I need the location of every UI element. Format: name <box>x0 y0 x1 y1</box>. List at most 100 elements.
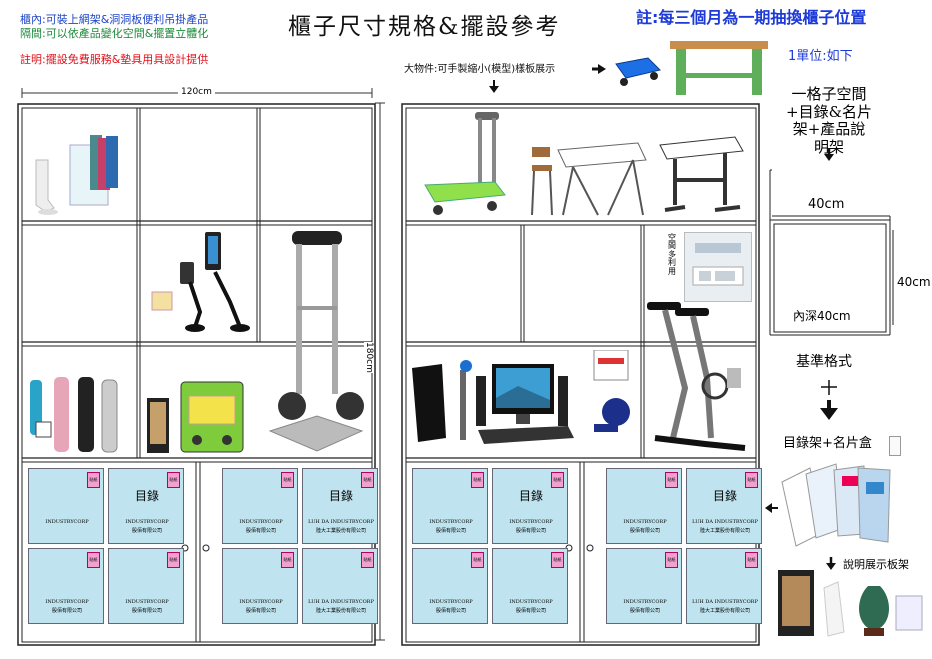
catalog-title: 目錄 <box>328 489 353 503</box>
sticker-tag: 貼紙 <box>167 552 180 568</box>
brochure-fan-photo <box>780 462 892 550</box>
catalog-title: 目錄 <box>134 489 159 503</box>
card-box-icon <box>889 436 901 456</box>
catalog-panel: 貼紙 INDUSTRYCORP 殷佰有限公司 <box>492 548 568 624</box>
company-name-zh: 殷佰有限公司 <box>131 528 162 534</box>
company-name-en: INDUSTRYCORP <box>509 519 553 525</box>
page-title: 櫃子尺寸規格&擺設參考 <box>288 14 561 40</box>
company-name-zh: 殷佰有限公司 <box>435 608 466 614</box>
catalog-panel: 貼紙 INDUSTRYCORP 殷佰有限公司 <box>412 468 488 544</box>
company-name-en: INDUSTRYCORP <box>429 519 473 525</box>
company-name-zh: 殷佰有限公司 <box>51 608 82 614</box>
company-name-zh: 殷佰有限公司 <box>245 608 276 614</box>
hand-truck-product <box>262 226 372 456</box>
catalog-panel: 貼紙 INDUSTRYCORP <box>28 468 104 544</box>
note-line-3: 註明:擺設免費服務&墊具用具設計提供 <box>20 53 209 66</box>
sticker-tag: 貼紙 <box>665 552 678 568</box>
power-station-product <box>145 370 257 456</box>
company-name-zh: 陸大工業股份有限公司 <box>315 608 366 614</box>
school-desk-product <box>528 125 648 220</box>
catalog-panel: 貼紙目錄 LUH DA INDUSTRYCORP 陸大工業股份有限公司 <box>686 468 762 544</box>
rotation-note: 註:每三個月為一期抽換櫃子位置 <box>636 8 867 27</box>
sticker-tag: 貼紙 <box>167 472 180 488</box>
catalog-panel: 貼紙 INDUSTRYCORP 殷佰有限公司 <box>606 468 682 544</box>
sticker-tag: 貼紙 <box>745 472 758 488</box>
sticker-tag: 貼紙 <box>281 472 294 488</box>
catalog-panel: 貼紙 INDUSTRYCORP 殷佰有限公司 <box>108 548 184 624</box>
catalog-panel: 貼紙 INDUSTRYCORP 殷佰有限公司 <box>28 548 104 624</box>
sticker-tag: 貼紙 <box>665 472 678 488</box>
company-name-zh: 陸大工業股份有限公司 <box>315 528 366 534</box>
sticker-tag: 貼紙 <box>745 552 758 568</box>
company-name-en: INDUSTRYCORP <box>45 599 89 605</box>
sticker-tag: 貼紙 <box>551 552 564 568</box>
arm-stand-product <box>645 298 753 456</box>
catalog-panel: 貼紙目錄 INDUSTRYCORP 殷佰有限公司 <box>492 468 568 544</box>
catalog-panel: 貼紙 INDUSTRYCORP 殷佰有限公司 <box>222 548 298 624</box>
space-note: 空間多利用 <box>668 233 676 276</box>
catalog-rack-label: 目錄架+名片盒 <box>783 436 872 451</box>
note-line-2: 隔間:可以依產品變化空間&擺置立體化 <box>20 27 209 40</box>
sticker-tag: 貼紙 <box>281 552 294 568</box>
display-accessory-photos <box>776 568 926 642</box>
company-name-zh: 殷佰有限公司 <box>131 608 162 614</box>
acrylic-stand-products <box>28 130 138 220</box>
company-name-en: INDUSTRYCORP <box>45 519 89 525</box>
company-name-en: INDUSTRYCORP <box>623 519 667 525</box>
company-name-en: INDUSTRYCORP <box>239 519 283 525</box>
company-name-zh: 陸大工業股份有限公司 <box>699 528 750 534</box>
company-name-zh: 陸大工業股份有限公司 <box>699 608 750 614</box>
large-item-note: 大物件:可手製縮小(模型)樣板展示 <box>404 64 556 75</box>
sticker-tag: 貼紙 <box>361 552 374 568</box>
catalog-title: 目錄 <box>712 489 737 503</box>
note-line-1: 櫃內:可裝上網架&洞洞板便利吊掛產品 <box>20 13 209 26</box>
catalog-panel: 貼紙 INDUSTRYCORP 殷佰有限公司 <box>606 548 682 624</box>
single-cell-spec <box>769 169 894 336</box>
space-use-photo <box>684 232 752 302</box>
company-name-en: INDUSTRYCORP <box>239 599 283 605</box>
company-name-zh: 殷佰有限公司 <box>629 608 660 614</box>
cell-depth-label: 內深40cm <box>793 309 851 323</box>
sticker-tag: 貼紙 <box>87 552 100 568</box>
cell-height-label: 40cm <box>897 275 931 289</box>
company-name-en: INDUSTRYCORP <box>125 519 169 525</box>
cell-contents-caption: 一格子空間+目錄&名片架+產品說明架 <box>786 85 872 157</box>
sticker-tag: 貼紙 <box>471 472 484 488</box>
catalog-panel: 貼紙 LUH DA INDUSTRYCORP 陸大工業股份有限公司 <box>686 548 762 624</box>
company-name-en: INDUSTRYCORP <box>429 599 473 605</box>
left-cabinet <box>17 103 376 646</box>
company-name-en: LUH DA INDUSTRYCORP <box>692 599 758 605</box>
display-board-label: 說明展示板架 <box>843 558 909 571</box>
company-name-en: INDUSTRYCORP <box>509 599 553 605</box>
computer-setup-product <box>408 350 638 456</box>
company-name-en: INDUSTRYCORP <box>623 599 667 605</box>
sticker-tag: 貼紙 <box>551 472 564 488</box>
catalog-panel: 貼紙 INDUSTRYCORP 殷佰有限公司 <box>222 468 298 544</box>
blue-dolly-photo <box>612 52 662 92</box>
company-name-zh: 殷佰有限公司 <box>435 528 466 534</box>
sticker-tag: 貼紙 <box>87 472 100 488</box>
company-name-en: LUH DA INDUSTRYCORP <box>308 519 374 525</box>
company-name-zh: 殷佰有限公司 <box>515 608 546 614</box>
sticker-tag: 貼紙 <box>361 472 374 488</box>
phone-holder-products <box>150 232 260 337</box>
base-format-label: 基準格式 <box>796 354 852 370</box>
company-name-zh: 殷佰有限公司 <box>515 528 546 534</box>
company-name-en: LUH DA INDUSTRYCORP <box>692 519 758 525</box>
catalog-panel: 貼紙目錄 INDUSTRYCORP 殷佰有限公司 <box>108 468 184 544</box>
platform-trolley-product <box>420 110 510 220</box>
cell-width-label: 40cm <box>808 197 845 212</box>
company-name-en: INDUSTRYCORP <box>125 599 169 605</box>
company-name-zh: 殷佰有限公司 <box>629 528 660 534</box>
bottle-products <box>26 372 136 456</box>
width-label: 120cm <box>178 87 215 98</box>
company-name-zh: 殷佰有限公司 <box>245 528 276 534</box>
drafting-table-product <box>655 125 750 220</box>
unit-label: 1單位:如下 <box>788 49 853 64</box>
workbench-photo <box>666 35 772 99</box>
catalog-panel: 貼紙目錄 LUH DA INDUSTRYCORP 陸大工業股份有限公司 <box>302 468 378 544</box>
catalog-title: 目錄 <box>518 489 543 503</box>
